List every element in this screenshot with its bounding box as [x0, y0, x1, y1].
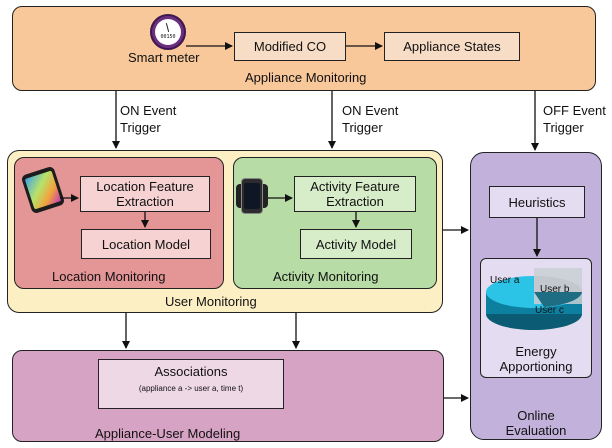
- modified-co-box: Modified CO: [234, 32, 346, 61]
- online-evaluation-title: Online Evaluation: [505, 408, 567, 438]
- appliance-user-modeling-title: Appliance-User Modeling: [95, 426, 241, 441]
- activity-model-box: Activity Model: [300, 229, 412, 259]
- location-monitoring-title: Location Monitoring: [52, 269, 166, 284]
- off-event-label: OFF Event: [543, 103, 606, 118]
- energy-apportioning-label: Energy Apportioning: [499, 344, 573, 374]
- location-model-box: Location Model: [81, 229, 211, 259]
- energy-pie-graphic: [486, 268, 582, 330]
- trigger-label-2: Trigger: [342, 120, 383, 135]
- pie-label-user-c: User c: [535, 305, 564, 316]
- watch-screen: [244, 183, 260, 209]
- associations-box: [98, 359, 284, 409]
- on-event-label-1: ON Event: [120, 103, 177, 118]
- trigger-label-1: Trigger: [120, 120, 161, 135]
- pie-slice-user-c: [534, 292, 582, 307]
- user-monitoring-title: User Monitoring: [165, 294, 257, 309]
- associations-title: Associations: [154, 364, 228, 379]
- meter-reading: 00150: [160, 34, 176, 40]
- watch-face: [241, 178, 263, 214]
- on-event-label-2: ON Event: [342, 103, 399, 118]
- pie-label-user-b: User b: [540, 284, 570, 295]
- smart-meter-icon: 00150: [150, 14, 186, 50]
- activity-monitoring-title: Activity Monitoring: [273, 269, 379, 284]
- appliance-states-box: Appliance States: [384, 32, 520, 61]
- meter-dial: 00150: [155, 19, 181, 45]
- meter-needle: [165, 23, 170, 32]
- energy-pie-icon: [484, 262, 588, 342]
- appliance-monitoring-title: Appliance Monitoring: [245, 70, 367, 85]
- pie-label-user-a: User a: [490, 275, 520, 286]
- heuristics-box: Heuristics: [489, 186, 585, 218]
- activity-feature-extraction-box: Activity Feature Extraction: [294, 176, 416, 212]
- associations-detail: (appliance a -> user a, time t): [138, 384, 244, 393]
- location-feature-extraction-box: Location Feature Extraction: [80, 176, 210, 212]
- trigger-label-3: Trigger: [543, 120, 584, 135]
- smartphone-screen: [24, 170, 62, 210]
- smart-meter-label: Smart meter: [128, 50, 200, 65]
- smartwatch-icon: [236, 178, 268, 214]
